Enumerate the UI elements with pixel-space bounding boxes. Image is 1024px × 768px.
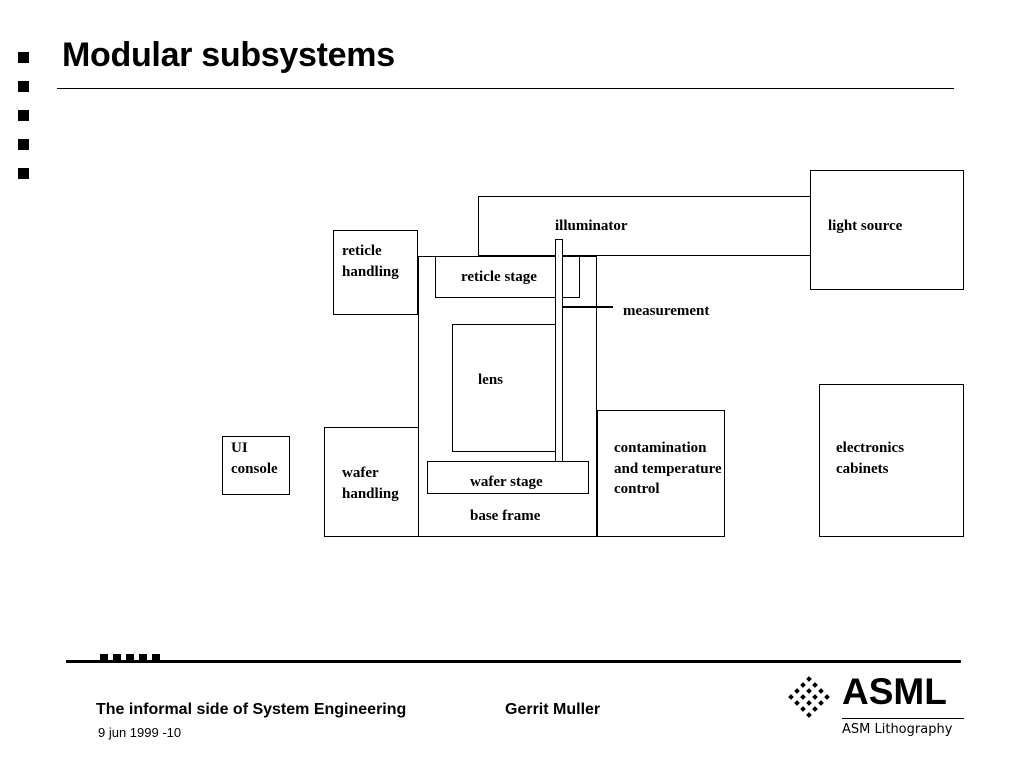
light-source-label: light source [828, 218, 903, 234]
reticle-stage-label: reticle stage [461, 269, 537, 285]
ui-console-label: UI console [231, 440, 278, 477]
reticle-handling-box [333, 230, 418, 315]
wafer-stage-box [427, 461, 589, 494]
bullet-square [18, 168, 29, 179]
contamination-control-box [597, 410, 725, 537]
slide-title: Modular subsystems [62, 36, 395, 74]
lens-label: lens [478, 372, 504, 388]
reticle-stage-box [435, 256, 580, 298]
bullet-square [18, 110, 29, 121]
bullet-square [18, 52, 29, 63]
wafer-handling-box [324, 427, 419, 537]
reticle-handling-label: reticle handling [342, 243, 399, 280]
footer-dash [113, 654, 121, 660]
bullet-square [18, 139, 29, 150]
light-source-box [810, 170, 964, 290]
footer-dash [139, 654, 147, 660]
base-frame-label: base frame [470, 508, 541, 524]
footer-rule [66, 660, 961, 663]
measurement-beam [555, 239, 563, 469]
footer-dash [152, 654, 160, 660]
contamination-control-label: contamination and temperature control [614, 440, 722, 497]
electronics-cabinets-label: electronics cabinets [836, 440, 905, 477]
bullet-square [18, 81, 29, 92]
wafer-stage-label: wafer stage [470, 474, 543, 490]
asml-subtitle: ASM Lithography [842, 722, 953, 737]
footer-dash [100, 654, 108, 660]
title-underline [57, 88, 954, 89]
logo-rule [842, 718, 964, 719]
ui-console-box [222, 436, 290, 495]
asml-logo: ASML ASM Lithography [788, 671, 966, 741]
footer-course-title: The informal side of System Engineering [96, 701, 407, 718]
measurement-pointer-line [563, 306, 613, 308]
footer-date: 9 jun 1999 -10 [98, 725, 182, 740]
lens-box [452, 324, 563, 452]
bullet-list [18, 52, 32, 197]
electronics-cabinets-box [819, 384, 964, 537]
footer-author: Gerrit Muller [505, 701, 601, 718]
measurement-label: measurement [623, 303, 710, 319]
illuminator-box [478, 196, 811, 256]
asml-wordmark: ASML [842, 671, 947, 712]
illuminator-label: illuminator [555, 218, 628, 234]
wafer-handling-label: wafer handling [342, 465, 399, 502]
asml-emblem-icon [788, 676, 830, 718]
footer-dash [126, 654, 134, 660]
